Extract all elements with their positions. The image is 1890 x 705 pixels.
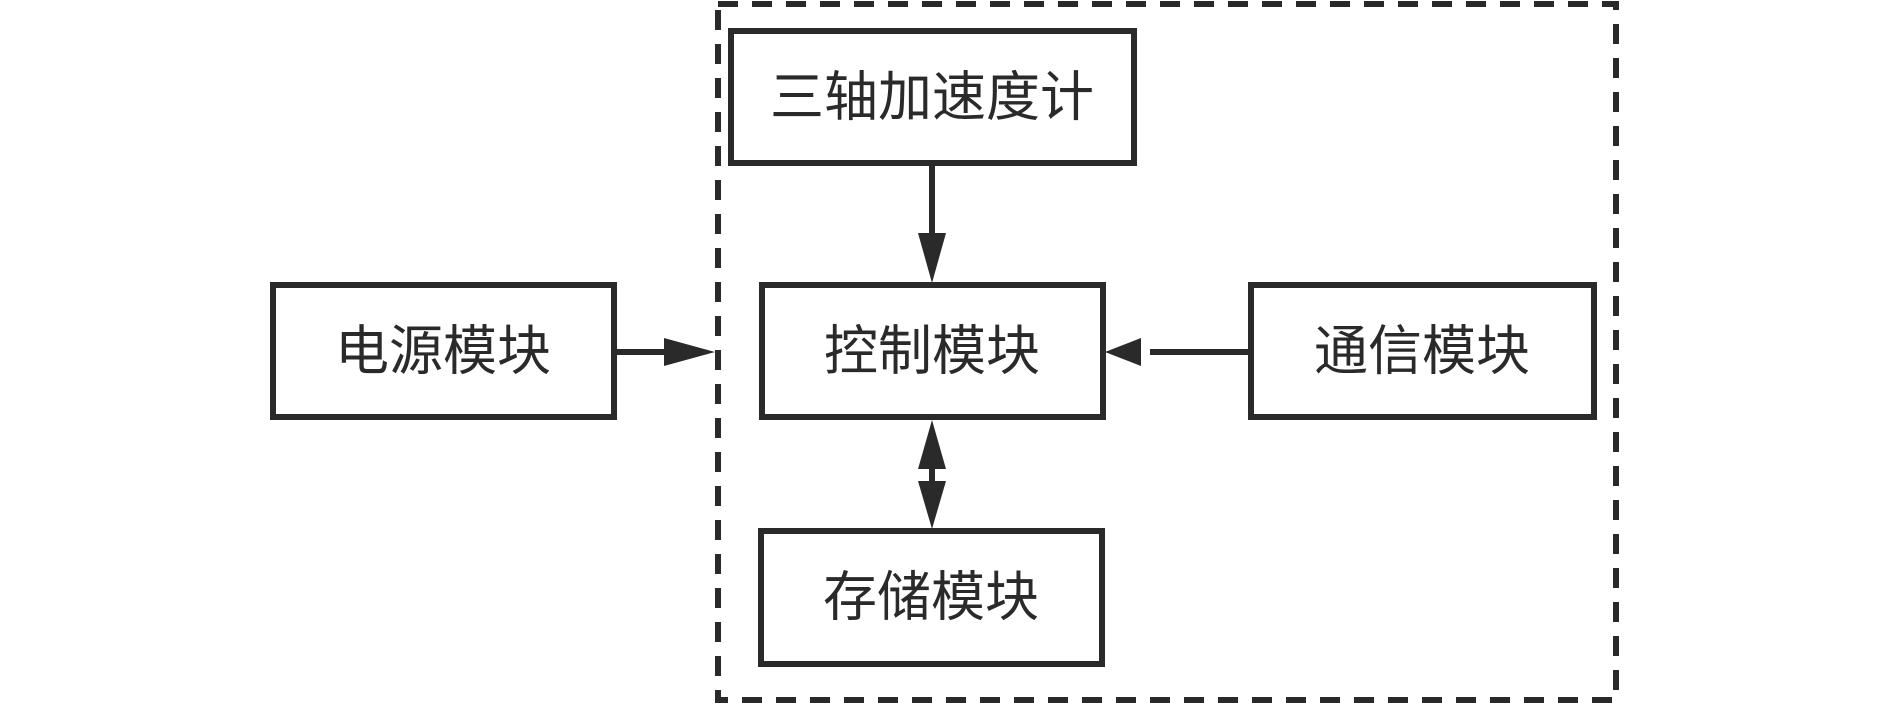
arrowhead-up-icon [918,420,946,469]
node-control: 控制模块 [759,282,1106,420]
arrowhead-down-icon [918,481,946,529]
power-label: 电源模块 [335,320,551,383]
device-group-boundary [715,1,1619,703]
node-storage: 存储模块 [758,528,1105,667]
edge-power-to-group [614,338,715,366]
communication-label: 通信模块 [1314,320,1530,383]
node-communication: 通信模块 [1248,282,1597,420]
storage-label: 存储模块 [823,566,1039,629]
edge-communication-to-control [1105,338,1251,366]
edge-accelerometer-to-control [918,163,946,283]
node-accelerometer: 三轴加速度计 [728,28,1137,166]
power-box [270,282,617,420]
arrowhead-left-icon [1105,338,1141,366]
storage-box [758,528,1105,667]
control-box [759,282,1106,420]
edge-control-storage [918,420,946,529]
control-label: 控制模块 [824,320,1040,383]
communication-box [1248,282,1597,420]
arrowhead-right-icon [664,338,715,366]
node-power: 电源模块 [270,282,617,420]
accelerometer-label: 三轴加速度计 [770,66,1094,129]
arrowhead-down-icon [918,233,946,283]
